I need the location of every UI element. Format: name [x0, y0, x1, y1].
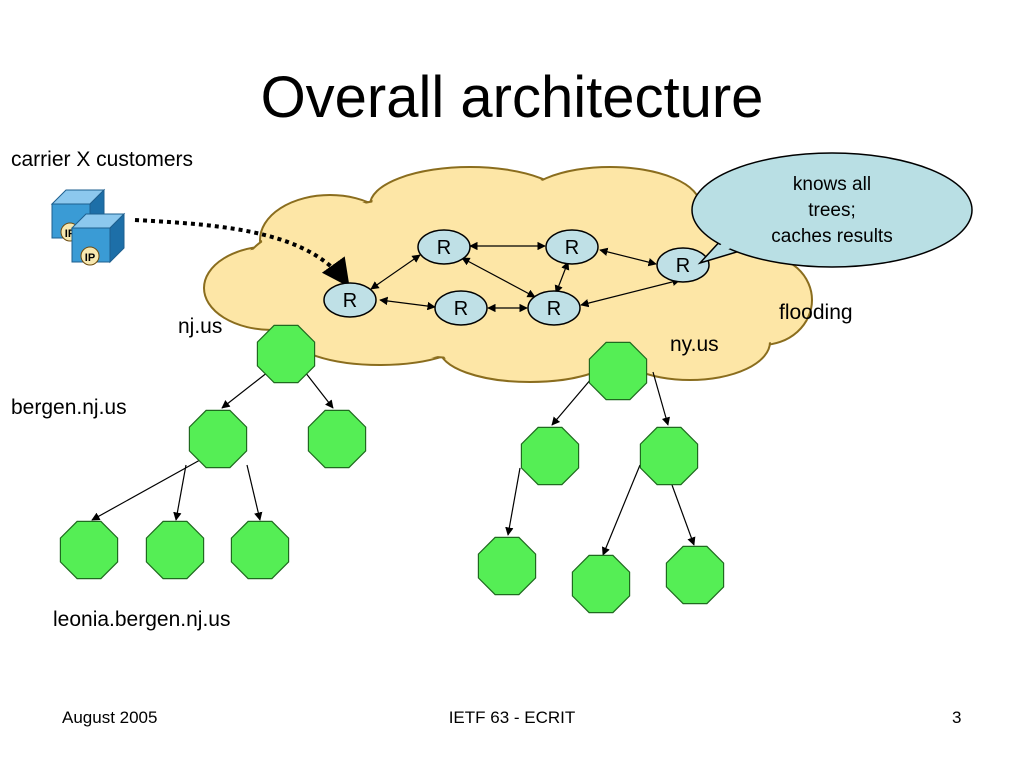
router-label: R [454, 298, 468, 320]
label-customers: carrier X customers [11, 148, 194, 171]
router-2: R [545, 229, 599, 265]
router-label: R [437, 237, 451, 259]
label-bergen: bergen.nj.us [11, 396, 127, 419]
label-leonia: leonia.bergen.nj.us [53, 608, 231, 631]
callout-bubble [691, 152, 973, 268]
label-ny: ny.us [670, 333, 719, 356]
label-nj: nj.us [178, 315, 223, 338]
phone-label: IP [85, 252, 95, 264]
customer-connection [134, 218, 350, 288]
node-nj-child [307, 409, 367, 469]
node-bergen [188, 409, 248, 469]
node-ny-child-1 [520, 426, 580, 486]
callout-text: knows all trees; caches results [722, 172, 942, 250]
router-label: R [343, 290, 357, 312]
router-1: R [417, 229, 471, 265]
router-5: R [434, 290, 488, 326]
tree-edges [91, 371, 696, 556]
ip-phones: IP IP [50, 188, 126, 266]
node-ny-child-2 [639, 426, 699, 486]
footer-event: IETF 63 - ECRIT [448, 708, 576, 727]
router-links [370, 241, 681, 313]
node-nj [256, 324, 316, 384]
router-label: R [547, 298, 561, 320]
node-bergen-child-2 [145, 520, 205, 580]
ip-phone-front: IP [70, 212, 126, 266]
callout-line-2: trees; [808, 200, 856, 221]
slide-title: Overall architecture [260, 65, 764, 130]
node-ny-leaf-2 [571, 554, 631, 614]
footer-page-number: 3 [952, 708, 962, 727]
router-4: R [323, 282, 377, 318]
router-6: R [527, 290, 581, 326]
router-label: R [565, 237, 579, 259]
phone-label: IP [65, 228, 75, 240]
router-label: R [676, 255, 690, 277]
node-ny [588, 341, 648, 401]
node-leonia [59, 520, 119, 580]
node-ny-leaf-3 [665, 545, 725, 605]
label-flooding: flooding [779, 301, 853, 324]
node-bergen-child-3 [230, 520, 290, 580]
callout-line-1: knows all [792, 174, 872, 195]
node-ny-leaf-1 [477, 536, 537, 596]
callout-line-3: caches results [771, 226, 893, 247]
footer-date: August 2005 [62, 708, 158, 727]
router-3: R [656, 247, 710, 283]
